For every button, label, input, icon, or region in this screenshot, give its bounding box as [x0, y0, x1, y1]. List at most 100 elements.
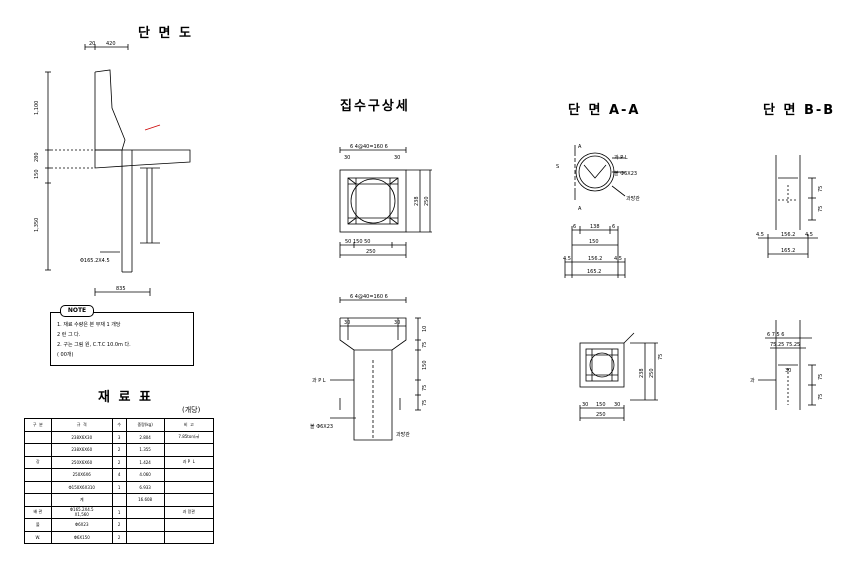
catch-basin-elevation [330, 297, 421, 441]
table-cell [163, 480, 215, 494]
bb-dim-75a: 75 [818, 186, 824, 192]
plan-bottom-dim: 50 150 50 [345, 239, 370, 245]
table-cell: 구 분 [24, 418, 52, 432]
table-cell: 238X6X60 [50, 443, 113, 457]
note-box: 1. 재료 수량은 본 부재 1 개당 2 런 그 다. 2. 구는 그림 원,… [50, 312, 194, 366]
dim-top-20: 20 [89, 41, 95, 47]
table-cell: Φ165.2X4.5 X1,560 [50, 505, 113, 519]
aa-dim-6b: 6 [612, 224, 615, 230]
dim-bottom-835: 835 [116, 286, 126, 292]
aa-dim-45a: 4.5 [563, 256, 571, 262]
table-cell: 계 [50, 493, 113, 507]
bb-dim-1562: 156.2 [781, 232, 795, 238]
aa-dim-1652: 165.2 [587, 269, 601, 275]
table-cell: 강 [24, 455, 52, 469]
table-cell: 7.85ton/㎥ [163, 430, 215, 444]
table-cell: 1 [111, 480, 127, 494]
elev-top-dim: 6 4@40=160 6 [350, 294, 388, 300]
table-row: 계 16.608 [24, 493, 215, 507]
note-line-4: ( 00개) [57, 352, 74, 358]
note-line-3: 2. 구는 그림 원, C.T.C 10.0m 다. [57, 342, 131, 348]
aa-bolt-label: 볼 Φ6X23 [614, 170, 637, 177]
table-cell [125, 530, 165, 544]
table-cell [163, 530, 215, 544]
note-tag: NOTE [60, 305, 94, 317]
sm-dim-238: 238 [639, 368, 645, 378]
aa-dim-45b: 4.5 [614, 256, 622, 262]
table-cell [24, 480, 52, 494]
aa-dim-1562: 156.2 [588, 256, 602, 262]
table-cell: 2 [111, 455, 127, 469]
table-cell: 수 [111, 418, 127, 432]
table-cell: 1.355 [125, 443, 165, 457]
elev-dim-30a: 30 [344, 320, 350, 326]
table-cell [111, 493, 127, 507]
sm-dim-150: 150 [596, 402, 606, 408]
dim-v-280: 280 [34, 152, 40, 162]
table-cell: 중량(kg) [125, 418, 165, 432]
table-cell: 250X6X6 [50, 468, 113, 482]
table-cell [125, 518, 165, 532]
elev-dim-r3: 150 [422, 360, 428, 370]
catch-basin-plan [339, 147, 432, 258]
bb-dim-75b: 75 [818, 206, 824, 212]
table-cell [163, 468, 215, 482]
aa-dim-138: 138 [590, 224, 600, 230]
table-cell: 4 [111, 468, 127, 482]
table-cell: 1.424 [125, 455, 165, 469]
bb-dim-75d: 75 [818, 394, 824, 400]
aa-dim-6a: 6 [573, 224, 576, 230]
material-unit: (개당) [182, 406, 201, 414]
pipe-label: Φ165.2X4.5 [80, 258, 110, 264]
bb-top-dim: 6 7.5 6 [767, 332, 785, 338]
table-cell [125, 505, 165, 519]
table-cell [163, 518, 215, 532]
table-cell: 4.060 [125, 468, 165, 482]
bb-top-dim2: 75.25 75.25 [770, 342, 800, 348]
elev-bolt-label: 볼 Φ6X23 [310, 423, 333, 430]
section-bb-title: 단 면 B-B [763, 103, 836, 118]
table-cell: 1 [111, 505, 127, 519]
table-cell: 16.608 [125, 493, 165, 507]
table-cell: 2 [111, 530, 127, 544]
aa-dim-150: 150 [589, 239, 599, 245]
bb-left-label: 과 [750, 377, 755, 384]
plan-dim-250r: 250 [424, 196, 430, 206]
section-aa-title: 단 면 A-A [568, 103, 641, 118]
table-cell: 2.804 [125, 430, 165, 444]
elev-dim-r1: 10 [422, 326, 428, 332]
table-cell: 과 P L [163, 455, 215, 469]
section-aa-view [564, 145, 626, 278]
bb-dim-45a: 4.5 [756, 232, 764, 238]
dim-top-420: 420 [106, 41, 116, 47]
section-title: 단 면 도 [138, 26, 193, 41]
material-table-title: 재 료 표 [98, 390, 153, 405]
table-cell [24, 430, 52, 444]
table-cell: Φ6X23 [50, 518, 113, 532]
note-line-1: 1. 재료 수량은 본 부재 1 개당 [57, 322, 121, 328]
table-cell: 비 고 [163, 418, 215, 432]
small-plan-view [579, 332, 658, 421]
elev-dim-r2: 75 [422, 342, 428, 348]
table-cell: Φ6X150 [50, 530, 113, 544]
dim-v-1350: 1,350 [34, 218, 40, 232]
table-cell [24, 443, 52, 457]
plan-top-dim: 6 4@40=160 6 [350, 144, 388, 150]
table-cell: 6.933 [125, 480, 165, 494]
sm-dim-75: 75 [658, 354, 664, 360]
plan-dim-238: 238 [414, 196, 420, 206]
table-cell [163, 493, 215, 507]
catch-basin-title: 집수구상세 [340, 99, 410, 114]
bb-dim-1652: 165.2 [781, 248, 795, 254]
table-cell: 250X6X60 [50, 455, 113, 469]
table-cell: 규 격 [50, 418, 113, 432]
plan-dim-30b: 30 [394, 155, 400, 161]
aa-pl-label: 과 P L [614, 154, 628, 161]
elev-dim-r5: 75 [422, 400, 428, 406]
table-cell: 과 망관 [163, 505, 215, 519]
